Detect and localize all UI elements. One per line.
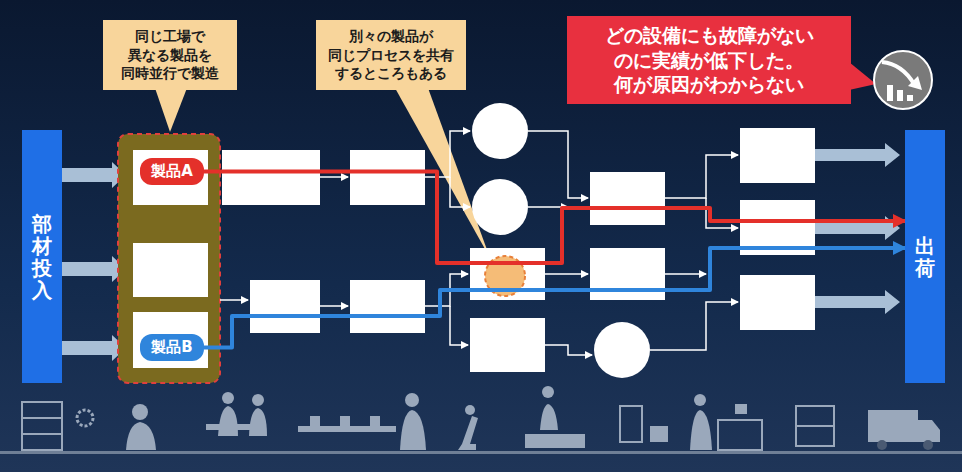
factory-illustration bbox=[370, 416, 380, 426]
factory-illustration bbox=[22, 433, 62, 435]
process-circle bbox=[594, 322, 650, 378]
callout-tail bbox=[849, 62, 876, 90]
flow-connector bbox=[665, 273, 706, 275]
factory-illustration bbox=[249, 408, 267, 436]
process-box bbox=[740, 128, 815, 183]
process-box bbox=[470, 318, 545, 372]
factory-illustration bbox=[458, 416, 478, 450]
factory-illustration bbox=[796, 406, 834, 446]
factory-illustration bbox=[132, 404, 148, 420]
factory-illustration bbox=[918, 420, 940, 442]
node-text: 出荷 bbox=[915, 235, 935, 279]
decline-icon bbox=[897, 90, 903, 101]
output-arrow bbox=[815, 143, 900, 314]
factory-illustration bbox=[126, 422, 156, 450]
process-box bbox=[350, 280, 425, 333]
node-text: 同じ工場で 異なる製品を 同時並行で製造 bbox=[109, 27, 231, 84]
process-circle bbox=[472, 179, 528, 235]
factory-illustration bbox=[542, 386, 554, 398]
node-text: 別々の製品が 同じプロセスを共有 するところもある bbox=[322, 27, 460, 84]
flow-connector bbox=[545, 345, 592, 355]
factory-illustration bbox=[22, 402, 62, 450]
factory-illustration bbox=[252, 394, 264, 406]
process-box bbox=[470, 248, 545, 300]
flow-connector bbox=[528, 131, 588, 198]
factory-illustration bbox=[735, 404, 747, 414]
flow-connector bbox=[450, 306, 468, 345]
factory-illustration bbox=[525, 434, 585, 448]
node-text: 製品B bbox=[151, 338, 192, 357]
factory-illustration bbox=[310, 416, 320, 426]
process-box bbox=[133, 150, 208, 205]
process-box bbox=[590, 172, 665, 225]
decline-icon bbox=[882, 62, 914, 84]
flow-connector bbox=[665, 155, 738, 198]
factory-illustration bbox=[400, 410, 426, 450]
factory-illustration bbox=[405, 393, 419, 407]
flow-connector bbox=[320, 305, 348, 307]
callout-tail bbox=[155, 88, 187, 132]
factory-illustration bbox=[690, 410, 712, 450]
input-arrow bbox=[62, 162, 126, 361]
shipping-bar: 出荷 bbox=[905, 130, 945, 383]
flow-connector bbox=[545, 273, 588, 275]
factory-illustration bbox=[0, 386, 962, 454]
factory-illustration bbox=[620, 406, 642, 442]
input-arrow bbox=[62, 256, 126, 282]
note-callout: 同じ工場で 異なる製品を 同時並行で製造 bbox=[103, 20, 237, 90]
process-box bbox=[133, 243, 208, 297]
factory-illustration bbox=[298, 426, 396, 432]
factory-illustration bbox=[923, 440, 933, 450]
input-bar: 部材投入 bbox=[22, 130, 62, 383]
factory-illustration bbox=[22, 417, 62, 419]
flow-connector bbox=[450, 177, 470, 207]
factory-illustration bbox=[718, 420, 762, 450]
factory-illustration bbox=[694, 394, 706, 406]
product-label: 製品A bbox=[140, 158, 204, 185]
factory-illustration bbox=[540, 404, 558, 430]
problem-callout: どの設備にも故障がない のに実績が低下した。 何が原因がわからない bbox=[567, 16, 851, 104]
factory-illustration bbox=[77, 410, 93, 426]
process-box bbox=[740, 275, 815, 330]
process-box bbox=[222, 150, 320, 205]
factory-illustration bbox=[796, 425, 834, 427]
decline-icon bbox=[887, 85, 893, 101]
process-box bbox=[590, 248, 665, 300]
process-circle bbox=[472, 103, 528, 159]
factory-illustration bbox=[0, 451, 962, 454]
note-callout: 別々の製品が 同じプロセスを共有 するところもある bbox=[316, 20, 466, 90]
factory-illustration bbox=[868, 410, 918, 442]
decline-icon bbox=[908, 76, 922, 90]
flow-connector bbox=[220, 299, 248, 301]
node-text: どの設備にも故障がない のに実績が低下した。 何が原因がわからない bbox=[575, 23, 843, 97]
factory-illustration bbox=[650, 426, 668, 442]
node-text: 製品A bbox=[151, 162, 193, 181]
factory-illustration bbox=[222, 392, 234, 404]
factory-illustration bbox=[218, 406, 238, 436]
decline-icon bbox=[874, 51, 932, 109]
output-arrow bbox=[815, 143, 900, 167]
flow-connector bbox=[650, 302, 738, 350]
input-arrow bbox=[62, 335, 126, 361]
factory-illustration bbox=[465, 405, 475, 415]
callout-tail bbox=[849, 62, 876, 90]
flow-connector bbox=[320, 176, 348, 178]
decline-icon bbox=[907, 95, 913, 101]
node-text: 部材投入 bbox=[32, 213, 52, 301]
product-label: 製品B bbox=[140, 334, 204, 361]
process-box bbox=[133, 312, 208, 368]
input-arrow bbox=[62, 162, 126, 188]
process-box bbox=[350, 150, 425, 205]
process-box bbox=[250, 280, 320, 333]
factory-illustration bbox=[877, 440, 887, 450]
product-flow-line bbox=[204, 248, 905, 348]
decline-icon bbox=[874, 51, 932, 109]
flow-connector bbox=[220, 131, 738, 355]
factory-illustration bbox=[340, 416, 350, 426]
output-arrow bbox=[815, 290, 900, 314]
